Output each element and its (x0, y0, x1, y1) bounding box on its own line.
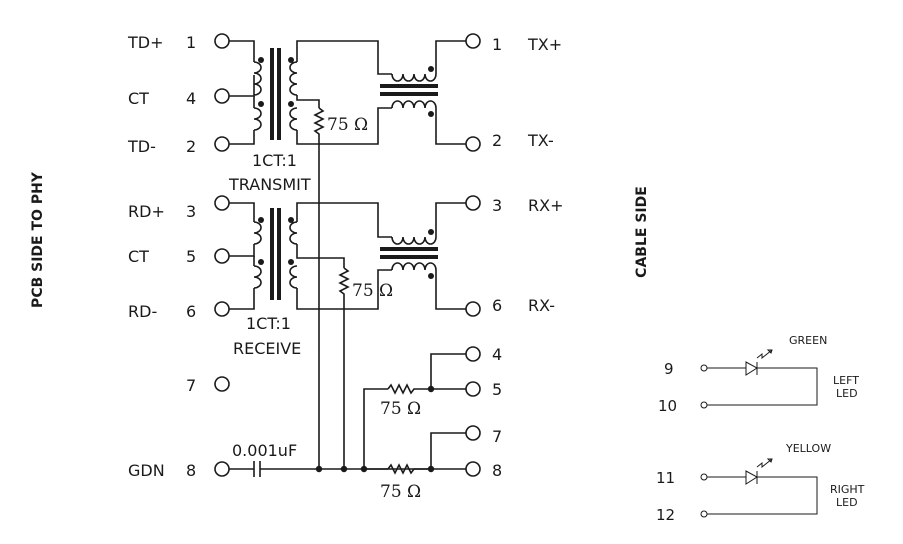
green-led-label: GREEN (789, 334, 827, 347)
yellow-led-label: YELLOW (785, 442, 831, 455)
right-pin-5-terminal (465, 381, 481, 397)
cable-side-label: CABLE SIDE (634, 186, 650, 278)
right-pin-4-terminal (465, 346, 481, 362)
left-pin-name-rd-minus: RD- (128, 302, 157, 321)
left-pin-name-ct-2: CT (128, 247, 149, 266)
left-pin-name-td-plus: TD+ (127, 33, 164, 52)
led-pin-12: 12 (656, 506, 675, 524)
left-pin-num-8: 8 (186, 461, 196, 480)
left-pin-3-terminal (214, 195, 230, 211)
left-pin-5-terminal (214, 248, 230, 264)
right-pin-3-terminal (465, 195, 481, 211)
left-led-label-line1: LEFT (833, 374, 859, 387)
led-pin-11: 11 (656, 469, 675, 487)
right-led-label-line1: RIGHT (830, 483, 865, 496)
right-pin-num-4: 4 (492, 345, 502, 364)
right-pin-num-2: 2 (492, 131, 502, 150)
receive-name-label: RECEIVE (233, 339, 301, 358)
termination-network (229, 330, 466, 477)
led-pin-9: 9 (664, 360, 674, 378)
right-pin-num-7: 7 (492, 427, 502, 446)
right-pin-name-tx-minus: TX- (527, 131, 554, 150)
right-pin-num-1: 1 (492, 35, 502, 54)
left-pin-num-5: 5 (186, 247, 196, 266)
left-pin-num-3: 3 (186, 202, 196, 221)
right-pin-circles (465, 33, 481, 477)
right-led-circuit (700, 458, 818, 518)
left-pin-num-6: 6 (186, 302, 196, 321)
right-pin-num-8: 8 (492, 461, 502, 480)
transmit-resistor-label: 75 Ω (327, 115, 368, 135)
right-pin-2-terminal (465, 136, 481, 152)
right-led-label-line2: LED (836, 496, 858, 509)
termination-resistor-label-2: 75 Ω (380, 482, 421, 502)
left-pin-7-terminal (214, 376, 230, 392)
left-pin-num-4: 4 (186, 89, 196, 108)
receive-ratio-label: 1CT:1 (246, 314, 291, 333)
right-pin-num-6: 6 (492, 296, 502, 315)
left-pin-2-terminal (214, 136, 230, 152)
pcb-side-label: PCB SIDE TO PHY (30, 171, 46, 308)
termination-resistor-label-1: 75 Ω (380, 399, 421, 419)
left-pin-name-ct-1: CT (128, 89, 149, 108)
left-led-circuit (700, 349, 818, 409)
left-pin-name-gdn: GDN (128, 461, 165, 480)
right-pin-1-terminal (465, 33, 481, 49)
left-pin-name-td-minus: TD- (127, 137, 156, 156)
left-pin-4-terminal (214, 88, 230, 104)
right-pin-8-terminal (465, 461, 481, 477)
transmit-ratio-label: 1CT:1 (252, 151, 297, 170)
capacitor-label: 0.001uF (232, 441, 297, 460)
right-pin-num-3: 3 (492, 196, 502, 215)
left-pin-name-rd-plus: RD+ (128, 202, 165, 221)
right-pin-6-terminal (465, 301, 481, 317)
transmit-name-label: TRANSMIT (228, 175, 311, 194)
receive-transformer (229, 202, 466, 330)
left-pin-6-terminal (214, 301, 230, 317)
right-pin-7-terminal (465, 425, 481, 441)
transmit-transformer (229, 40, 466, 345)
right-pin-num-5: 5 (492, 380, 502, 399)
left-pin-num-2: 2 (186, 137, 196, 156)
right-pin-name-tx-plus: TX+ (527, 35, 562, 54)
left-pin-num-7: 7 (186, 376, 196, 395)
left-led-label-line2: LED (836, 387, 858, 400)
right-pin-name-rx-plus: RX+ (528, 196, 563, 215)
left-pin-num-1: 1 (186, 33, 196, 52)
receive-resistor-label: 75 Ω (352, 281, 393, 301)
left-pin-8-terminal (214, 461, 230, 477)
left-pin-1-terminal (214, 33, 230, 49)
right-pin-name-rx-minus: RX- (528, 296, 555, 315)
led-pin-10: 10 (658, 397, 677, 415)
left-pin-circles (214, 33, 230, 477)
